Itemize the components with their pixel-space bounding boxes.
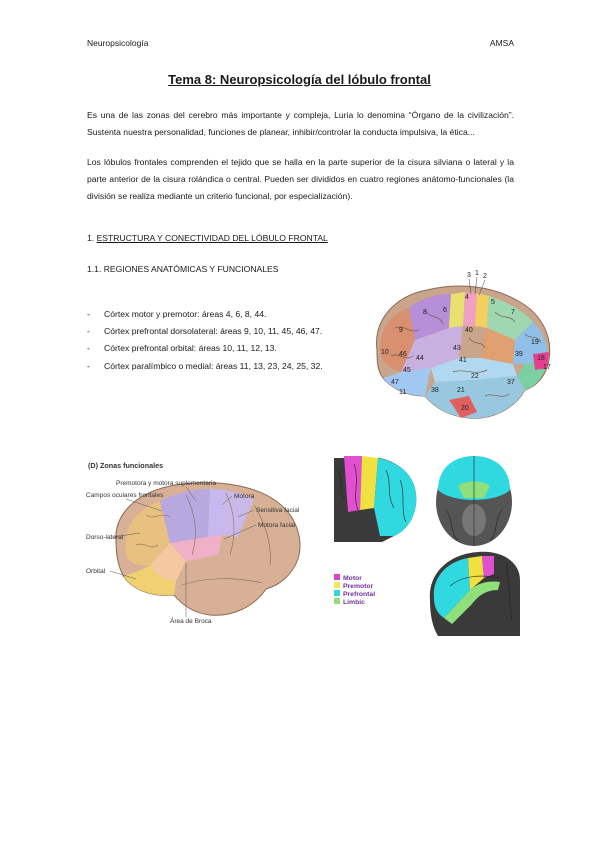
label-motora-facial: Motora facial: [258, 522, 296, 529]
legend-label-limbic: Limbic: [343, 599, 365, 606]
list-item: -Córtex prefrontal orbital: áreas 10, 11…: [87, 343, 277, 354]
region-text: Córtex prefrontal orbital: áreas 10, 11,…: [104, 343, 277, 354]
label-orbital: Orbital: [86, 568, 106, 575]
legend-label-motor: Motor: [343, 575, 362, 582]
label-sensitiva: Sensitiva facial: [256, 507, 300, 514]
label-area-41: 41: [459, 357, 467, 364]
header-left: Neuropsicología: [87, 38, 149, 48]
inferior-view: [436, 456, 512, 546]
label-area-1: 1: [475, 270, 479, 277]
section-number: 1.: [87, 233, 95, 243]
paragraph-intro: Es una de las zonas del cerebro más impo…: [87, 110, 514, 138]
label-area-44: 44: [416, 355, 424, 362]
page-title: Tema 8: Neuropsicología del lóbulo front…: [168, 72, 431, 87]
label-area-17: 17: [543, 364, 551, 371]
label-area-39: 39: [515, 351, 523, 358]
label-area-9: 9: [399, 327, 403, 334]
legend-swatch-prefrontal: [334, 590, 340, 596]
label-area-20: 20: [461, 405, 469, 412]
section-heading-1: 1. ESTRUCTURA Y CONECTIVIDAD DEL LÓBULO …: [87, 233, 328, 243]
label-area-3: 3: [467, 272, 471, 279]
section-title: ESTRUCTURA Y CONECTIVIDAD DEL LÓBULO FRO…: [96, 233, 328, 243]
label-area-8: 8: [423, 309, 427, 316]
frontal-divisions-figure: Motor Premotor Prefrontal Limbic: [330, 450, 522, 640]
legend: Motor Premotor Prefrontal Limbic: [334, 574, 375, 606]
label-premotora: Premotora y motora suplementaria: [116, 480, 216, 487]
header-right: AMSA: [489, 38, 514, 48]
label-area-4: 4: [465, 294, 469, 301]
lateral-view: [334, 456, 417, 542]
label-area-43: 43: [453, 345, 461, 352]
label-area-11: 11: [399, 389, 406, 396]
legend-swatch-premotor: [334, 582, 340, 588]
list-item: -Córtex paralímbico o medial: áreas 11, …: [87, 360, 323, 371]
legend-label-prefrontal: Prefrontal: [343, 591, 375, 598]
label-area-5: 5: [491, 299, 495, 306]
brodmann-brain-figure: 3 1 2 4 5 6 7 8 9 10 46 44 45 47 11 40 4…: [365, 268, 557, 428]
zonas-title: (D) Zonas funcionales: [88, 461, 163, 470]
label-area-19: 19: [531, 339, 539, 346]
label-campos: Campos oculares frontales: [86, 492, 164, 499]
label-area-18: 18: [537, 355, 545, 362]
legend-label-premotor: Premotor: [343, 583, 374, 590]
label-area-10: 10: [381, 349, 389, 356]
region-text: Córtex motor y premotor: áreas 4, 6, 8, …: [104, 309, 267, 319]
label-area-2: 2: [483, 273, 487, 280]
region-text: Córtex prefrontal dorsolateral: áreas 9,…: [104, 326, 323, 337]
list-item: -Córtex prefrontal dorsolateral: áreas 9…: [87, 326, 323, 337]
legend-swatch-motor: [334, 574, 340, 580]
section-heading-1-1: 1.1. REGIONES ANATÓMICAS Y FUNCIONALES: [87, 264, 279, 274]
zonas-funcionales-figure: (D) Zonas funcionales Premotora y motora…: [86, 455, 318, 627]
label-area-37: 37: [507, 379, 515, 386]
label-area-47: 47: [391, 379, 399, 386]
label-broca: Área de Broca: [170, 616, 212, 625]
label-area-40: 40: [465, 327, 473, 334]
label-area-22: 22: [471, 373, 479, 380]
regions-list: -Córtex motor y premotor: áreas 4, 6, 8,…: [87, 306, 323, 375]
label-area-6: 6: [443, 307, 447, 314]
label-area-38: 38: [431, 387, 439, 394]
paragraph-lobes: Los lóbulos frontales comprenden el teji…: [87, 157, 514, 202]
label-motora: Motora: [234, 493, 255, 500]
region-text: Córtex paralímbico o medial: áreas 11, 1…: [104, 360, 323, 371]
label-dorso: Dorso-lateral: [86, 534, 124, 541]
list-item: -Córtex motor y premotor: áreas 4, 6, 8,…: [87, 309, 267, 319]
legend-swatch-limbic: [334, 598, 340, 604]
label-area-21: 21: [457, 387, 465, 394]
label-area-45: 45: [403, 367, 411, 374]
medial-view: [429, 551, 520, 636]
label-area-7: 7: [511, 309, 515, 316]
label-area-46: 46: [399, 351, 407, 358]
